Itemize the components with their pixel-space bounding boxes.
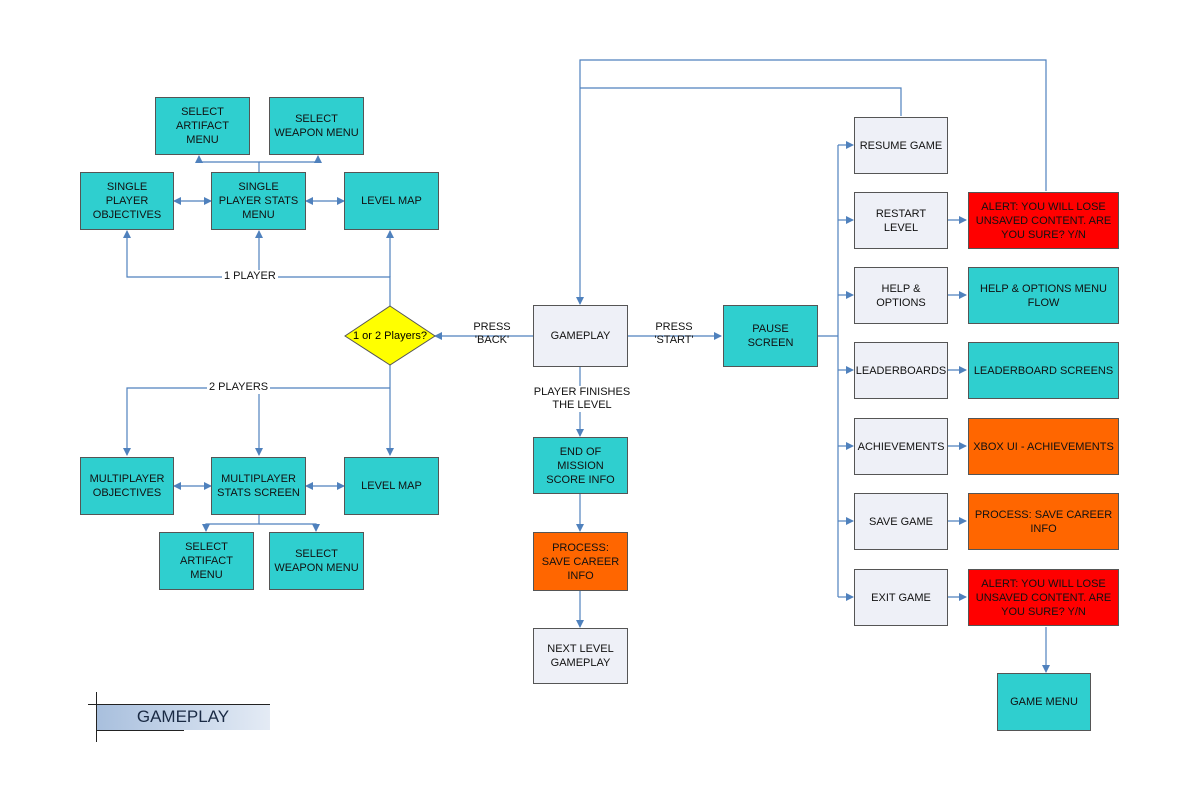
select-weapon-menu-top: SELECT WEAPON MENU bbox=[269, 97, 364, 155]
title-divider-top bbox=[88, 704, 270, 705]
edge-label-1-player: 1 PLAYER bbox=[222, 270, 278, 283]
select-weapon-menu-bottom: SELECT WEAPON MENU bbox=[269, 532, 364, 590]
xbox-ui-achievements: XBOX UI - ACHIEVEMENTS bbox=[968, 418, 1119, 475]
edge-label-press-back: PRESS 'BACK' bbox=[473, 321, 511, 346]
alert-exit-game: ALERT: YOU WILL LOSE UNSAVED CONTENT. AR… bbox=[968, 569, 1119, 626]
decision-label: 1 or 2 Players? bbox=[353, 330, 427, 342]
edge-label-player-finishes: PLAYER FINISHES THE LEVEL bbox=[528, 386, 636, 412]
multiplayer-stats-screen: MULTIPLAYER STATS SCREEN bbox=[211, 457, 306, 515]
restart-level: RESTART LEVEL bbox=[854, 192, 948, 249]
page-title: GAMEPLAY bbox=[136, 707, 230, 726]
leaderboards: LEADERBOARDS bbox=[854, 342, 948, 399]
level-map-top: LEVEL MAP bbox=[344, 172, 439, 230]
select-artifact-menu-top: SELECT ARTIFACT MENU bbox=[155, 97, 250, 155]
achievements: ACHIEVEMENTS bbox=[854, 418, 948, 475]
edge-label-press-start: PRESS 'START' bbox=[654, 321, 694, 346]
end-of-mission-score-info: END OF MISSION SCORE INFO bbox=[533, 437, 628, 494]
process-save-career-info-right: PROCESS: SAVE CAREER INFO bbox=[968, 493, 1119, 550]
next-level-gameplay: NEXT LEVEL GAMEPLAY bbox=[533, 628, 628, 684]
process-save-career-info-mid: PROCESS: SAVE CAREER INFO bbox=[533, 532, 628, 591]
level-map-bottom: LEVEL MAP bbox=[344, 457, 439, 515]
single-player-stats-menu: SINGLE PLAYER STATS MENU bbox=[211, 172, 306, 230]
edge-label-2-players: 2 PLAYERS bbox=[207, 381, 271, 394]
pause-screen: PAUSE SCREEN bbox=[723, 305, 818, 367]
game-menu: GAME MENU bbox=[997, 673, 1091, 731]
title-bar bbox=[96, 704, 270, 730]
select-artifact-menu-bottom: SELECT ARTIFACT MENU bbox=[159, 532, 254, 590]
help-and-options: HELP & OPTIONS bbox=[854, 267, 948, 324]
exit-game: EXIT GAME bbox=[854, 569, 948, 626]
decision-diamond bbox=[344, 305, 436, 366]
gameplay-box: GAMEPLAY bbox=[533, 305, 628, 367]
save-game: SAVE GAME bbox=[854, 493, 948, 550]
alert-restart-level: ALERT: YOU WILL LOSE UNSAVED CONTENT. AR… bbox=[968, 192, 1119, 249]
title-block: GAMEPLAY bbox=[88, 692, 270, 742]
leaderboard-screens: LEADERBOARD SCREENS bbox=[968, 342, 1119, 399]
title-divider-bottom bbox=[96, 730, 184, 731]
single-player-objectives: SINGLE PLAYER OBJECTIVES bbox=[80, 172, 174, 230]
resume-game: RESUME GAME bbox=[854, 117, 948, 174]
help-options-menu-flow: HELP & OPTIONS MENU FLOW bbox=[968, 267, 1119, 324]
multiplayer-objectives: MULTIPLAYER OBJECTIVES bbox=[80, 457, 174, 515]
title-divider-vertical bbox=[96, 692, 97, 742]
